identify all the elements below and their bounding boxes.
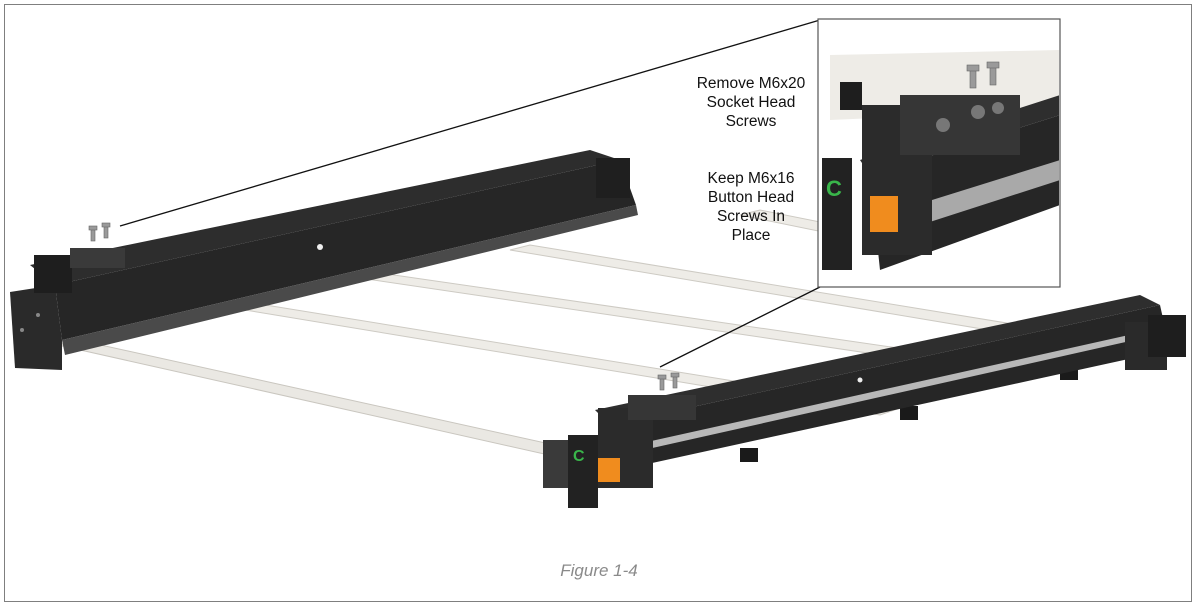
front-logo: C bbox=[573, 448, 585, 465]
callout-line: Button Head bbox=[707, 189, 795, 206]
leader-line-back bbox=[119, 19, 821, 227]
back-rail-top bbox=[30, 150, 620, 285]
back-rail-slider bbox=[70, 248, 125, 268]
inset-ballscrew bbox=[900, 160, 1059, 230]
front-rail: C bbox=[543, 295, 1186, 508]
callout-keep-screws: Keep M6x16 Button Head Screws In Place bbox=[676, 169, 826, 245]
leader-line-front bbox=[659, 286, 821, 368]
front-hole bbox=[857, 377, 863, 383]
crossbar-foot-1 bbox=[740, 448, 758, 462]
crossbar-foot-2 bbox=[900, 406, 918, 420]
callout-line: Place bbox=[731, 227, 771, 244]
back-screws bbox=[88, 222, 111, 242]
crossbar-front bbox=[57, 339, 602, 463]
front-screws bbox=[657, 372, 680, 391]
back-rail-face bbox=[55, 160, 636, 340]
callout-line: Remove M6x20 bbox=[696, 75, 806, 92]
inset-endcap bbox=[822, 158, 852, 270]
front-switch bbox=[543, 440, 568, 488]
back-rail-hole bbox=[317, 244, 323, 250]
back-rail-motor bbox=[596, 158, 630, 198]
callout-line: Keep M6x16 bbox=[707, 170, 795, 187]
back-rail-block bbox=[34, 255, 72, 293]
front-motor-mount bbox=[1148, 315, 1186, 357]
front-rail-face bbox=[610, 305, 1170, 470]
inset-stop bbox=[840, 82, 862, 110]
front-slider bbox=[628, 395, 696, 420]
inset-screws bbox=[966, 61, 1000, 89]
back-rail-hole bbox=[36, 313, 40, 317]
front-coupler bbox=[598, 458, 620, 482]
front-rail-top bbox=[595, 295, 1160, 425]
inset-detail: C bbox=[817, 18, 1061, 288]
callout-line: Screws bbox=[725, 113, 777, 130]
callout-line: Screws In bbox=[716, 208, 786, 225]
callout-line: Socket Head bbox=[706, 94, 796, 111]
back-rail-lip bbox=[62, 205, 638, 355]
inset-coupler bbox=[870, 196, 898, 232]
front-endcap bbox=[568, 435, 598, 508]
inset-logo: C bbox=[826, 176, 842, 201]
back-rail bbox=[10, 150, 638, 370]
front-rail-screw-band bbox=[620, 327, 1166, 455]
callout-remove-screws: Remove M6x20 Socket Head Screws bbox=[676, 74, 826, 131]
back-rail-endcap bbox=[10, 285, 62, 370]
back-rail-hole bbox=[20, 328, 24, 332]
figure-caption: Figure 1-4 bbox=[560, 561, 638, 580]
